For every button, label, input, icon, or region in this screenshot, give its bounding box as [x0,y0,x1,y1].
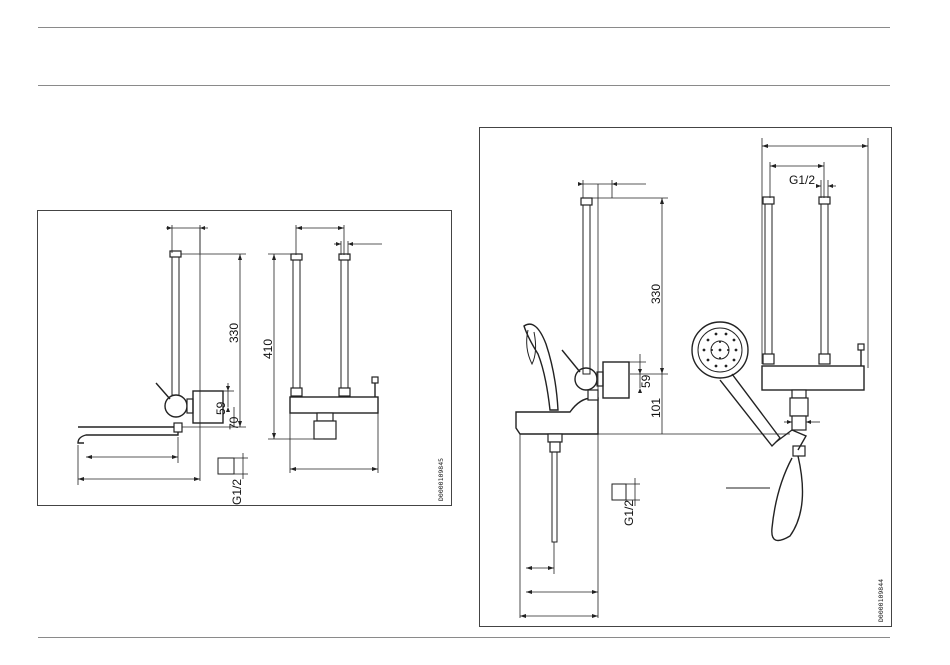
arrow [592,590,598,594]
arrow [816,184,821,188]
side-pipe [583,204,590,374]
nut [819,354,830,364]
left-side-view: 330 59 70 G1/2 [78,225,248,505]
thread-fitting [612,484,626,500]
side-valve-knob [575,368,597,390]
side-joint [588,390,598,400]
front-mixer-body [762,366,864,390]
right-side-view: 330 59 101 G1/2 [516,180,790,618]
nut [763,197,774,204]
arrow [828,184,833,188]
side-outlet-nut [550,442,560,452]
arrow [592,614,598,618]
arrow [338,226,344,230]
front-outlet-nut [314,421,336,439]
dim-label-330: 330 [649,284,663,304]
side-handshower [524,324,558,410]
dim-label-thread-top: G1/2 [789,173,815,187]
right-front-view: G1/2 [692,138,868,541]
arrow [548,566,554,570]
arrow [806,420,811,424]
dim-label-70: 70 [227,416,241,430]
arrow [660,368,664,374]
handshower-nozzles [703,333,738,368]
left-lever [156,383,170,399]
arrow [578,182,583,186]
front-lever-tip [372,377,378,383]
arrow [348,242,353,246]
dim-label-thread-bottom: G1/2 [622,500,636,526]
side-lever [562,350,580,372]
side-valve-body [603,362,629,398]
header-rule-top [38,27,890,28]
drawing-code-left: D0000109845 [437,458,445,501]
left-spout [78,427,178,443]
side-outlet [548,434,562,442]
nut [291,388,302,396]
front-mixer-body [290,397,378,413]
arrow [526,590,532,594]
arrow [336,242,341,246]
front-outlet [792,390,806,398]
dim-label-101: 101 [649,398,663,418]
nut [581,198,592,205]
arrow [296,226,302,230]
arrow [272,254,276,260]
arrow [172,455,178,459]
side-outlet-pipe [552,452,557,542]
handshower-handle [720,374,780,446]
arrow [194,477,200,481]
arrow [272,433,276,439]
arrow [526,566,532,570]
arrow [372,467,378,471]
arrow [520,614,526,618]
front-pipe-a [765,202,772,354]
dim-label-410: 410 [261,339,275,359]
nut [819,197,830,204]
left-pipe [172,255,179,395]
drawing-panel-right: 330 59 101 G1/2 [479,127,892,627]
arrow [226,386,230,391]
arrow [787,420,792,424]
arrow [167,226,172,230]
front-pipe-b [341,258,348,388]
front-holder [792,416,806,430]
arrow [862,144,868,148]
front-outlet-nut [790,398,808,416]
arrow [638,369,642,374]
arrow [86,455,92,459]
footer-rule [38,637,890,638]
arrow [238,254,242,260]
nut [291,254,302,260]
arrow [200,226,205,230]
arrow [612,182,617,186]
dim-label-59: 59 [214,401,228,415]
drawing-panel-left: 330 59 70 G1/2 [37,210,452,506]
front-lever-tip [858,344,864,350]
nut [339,388,350,396]
left-valve-connector [187,399,193,413]
dim-label-thread: G1/2 [230,479,244,505]
arrow [290,467,296,471]
thread-fitting [218,458,234,474]
nut [763,354,774,364]
arrow [762,144,768,148]
left-front-view: 410 [261,225,382,473]
arrow [770,164,776,168]
front-outlet [317,413,333,421]
drawing-code-right: D0000109844 [877,579,885,622]
arrow [78,477,84,481]
arrow [660,198,664,204]
left-spout-joint [174,423,182,432]
drawing-right-svg: 330 59 101 G1/2 [480,128,891,626]
dim-label-330: 330 [227,323,241,343]
left-valve-knob [165,395,187,417]
dim-label-59: 59 [639,374,653,388]
header-rule-bottom [38,85,890,86]
arrow [818,164,824,168]
front-pipe-a [293,258,300,388]
front-pipe-b [821,202,828,354]
shower-hose [772,456,803,541]
drawing-left-svg: 330 59 70 G1/2 [38,211,451,505]
